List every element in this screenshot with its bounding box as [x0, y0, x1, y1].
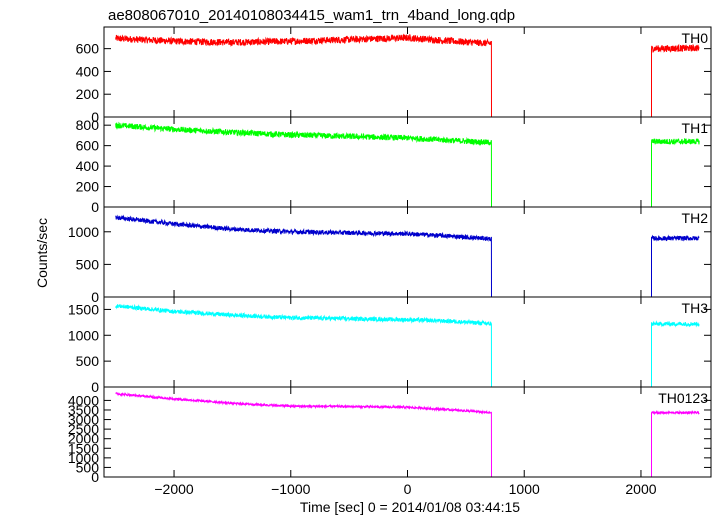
y-tick-label: 500	[76, 256, 100, 272]
y-tick-label: 800	[76, 117, 100, 133]
y-tick-label: 0	[91, 289, 99, 305]
x-axis-label: Time [sec] 0 = 2014/01/08 03:44:15	[300, 499, 520, 515]
y-tick-label: 500	[76, 353, 100, 369]
series-line-th3	[115, 303, 700, 388]
y-tick-label: 1000	[68, 224, 99, 240]
series-line-th0123	[115, 391, 700, 478]
series-name-th0123: TH0123	[658, 390, 708, 406]
x-tick-label: 0	[404, 481, 412, 497]
y-tick-label: 4000	[68, 392, 99, 408]
x-tick-label: −1000	[271, 481, 311, 497]
panel-th0: 0 200 400 600 TH0	[76, 26, 712, 125]
series-line-th2	[115, 214, 700, 298]
y-tick-label: 3000	[68, 412, 99, 428]
y-tick-label: 1000	[68, 327, 99, 343]
y-tick-label: 500	[76, 459, 100, 475]
y-tick-label: 0	[91, 379, 99, 395]
panel-th2: 0 500 1000 TH2	[68, 206, 712, 305]
panel-th1: 0 200 400 600 800 TH1	[76, 116, 712, 215]
series-name-th0: TH0	[682, 30, 709, 46]
panel-th3: 0 500 1000 1500 TH3	[68, 296, 712, 395]
panel-frame	[103, 26, 712, 118]
series-name-th1: TH1	[682, 120, 709, 136]
y-tick-label: 400	[76, 63, 100, 79]
series-line-th0	[115, 33, 700, 118]
x-tick-label: −2000	[154, 481, 194, 497]
y-tick-label: 600	[76, 41, 100, 57]
y-tick-label: 2000	[68, 431, 99, 447]
y-tick-label: 0	[91, 199, 99, 215]
y-tick-label: 3500	[68, 402, 99, 418]
y-tick-label: 2500	[68, 421, 99, 437]
y-tick-label: 1000	[68, 450, 99, 466]
chart-title: ae808067010_20140108034415_wam1_trn_4ban…	[108, 7, 515, 24]
y-axis-label: Counts/sec	[34, 218, 50, 288]
y-tick-label: 200	[76, 179, 100, 195]
series-name-th3: TH3	[682, 300, 709, 316]
panel-frame	[103, 206, 712, 298]
series-name-th2: TH2	[682, 210, 709, 226]
panel-frame	[103, 296, 712, 388]
series-line-th1	[115, 121, 700, 208]
y-tick-label: 600	[76, 138, 100, 154]
y-tick-label: 0	[91, 469, 99, 485]
y-tick-label: 400	[76, 158, 100, 174]
y-tick-label: 1500	[68, 301, 99, 317]
x-tick-label: 1000	[509, 481, 540, 497]
y-tick-label: 200	[76, 86, 100, 102]
y-tick-label: 0	[91, 109, 99, 125]
y-tick-label: 1500	[68, 440, 99, 456]
x-tick-label: 2000	[625, 481, 656, 497]
